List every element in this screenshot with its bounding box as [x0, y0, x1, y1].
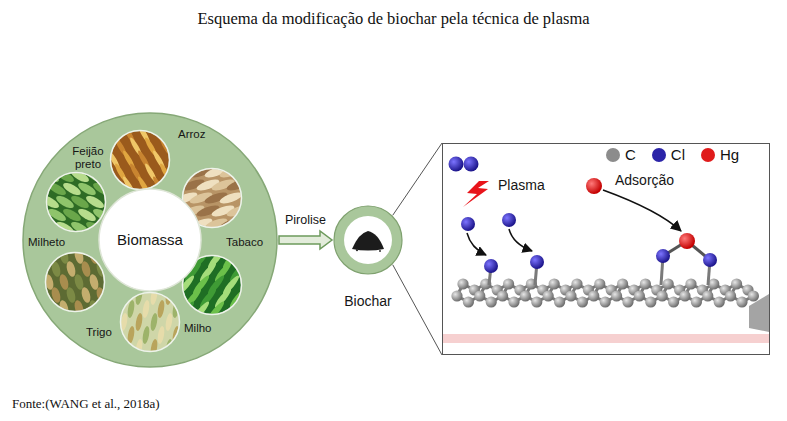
- node-label: Arroz: [178, 128, 205, 141]
- node-label: Milheto: [28, 236, 65, 249]
- diagram-title: Esquema da modificação de biochar pela t…: [0, 9, 787, 29]
- plasma-surface-illustration: [443, 144, 769, 354]
- legend: C Cl Hg: [606, 146, 755, 163]
- biomass-circle: Biomassa: [98, 188, 202, 292]
- node-label: Feijão preto: [66, 145, 110, 171]
- crop-photo: [43, 247, 107, 317]
- biochar-circle-shape: [333, 205, 403, 275]
- crop-photo: [106, 123, 173, 197]
- node-label: Adsorção: [615, 172, 674, 188]
- node-label: Trigo: [86, 326, 112, 339]
- node-label: Tabaco: [226, 236, 263, 249]
- legend-text: C: [625, 146, 636, 163]
- pyrolysis-arrow: [279, 231, 332, 249]
- edge-label: Pirolise: [284, 213, 327, 227]
- legend-text: Cl: [671, 146, 685, 163]
- plasma-panel: Plasma Adsorção: [442, 143, 770, 355]
- node-label: Biochar: [308, 293, 428, 309]
- node-label: Milho: [184, 322, 211, 335]
- legend-item: Hg: [701, 146, 739, 163]
- legend-swatch: [606, 148, 620, 162]
- legend-item: Cl: [652, 146, 685, 163]
- legend-swatch: [701, 148, 715, 162]
- biomass-disk: Feijão preto ArrozTabacoMilho Trigo Milheto…: [22, 112, 278, 368]
- biochar-circle: Biochar: [333, 205, 403, 275]
- source-note: Fonte:(WANG et al., 2018a): [12, 396, 160, 412]
- node-label: Plasma: [498, 177, 545, 193]
- crop-photo: [119, 287, 181, 358]
- legend-item: C: [606, 146, 636, 163]
- node-label: Biomassa: [98, 231, 202, 248]
- legend-text: Hg: [720, 146, 739, 163]
- legend-swatch: [652, 148, 666, 162]
